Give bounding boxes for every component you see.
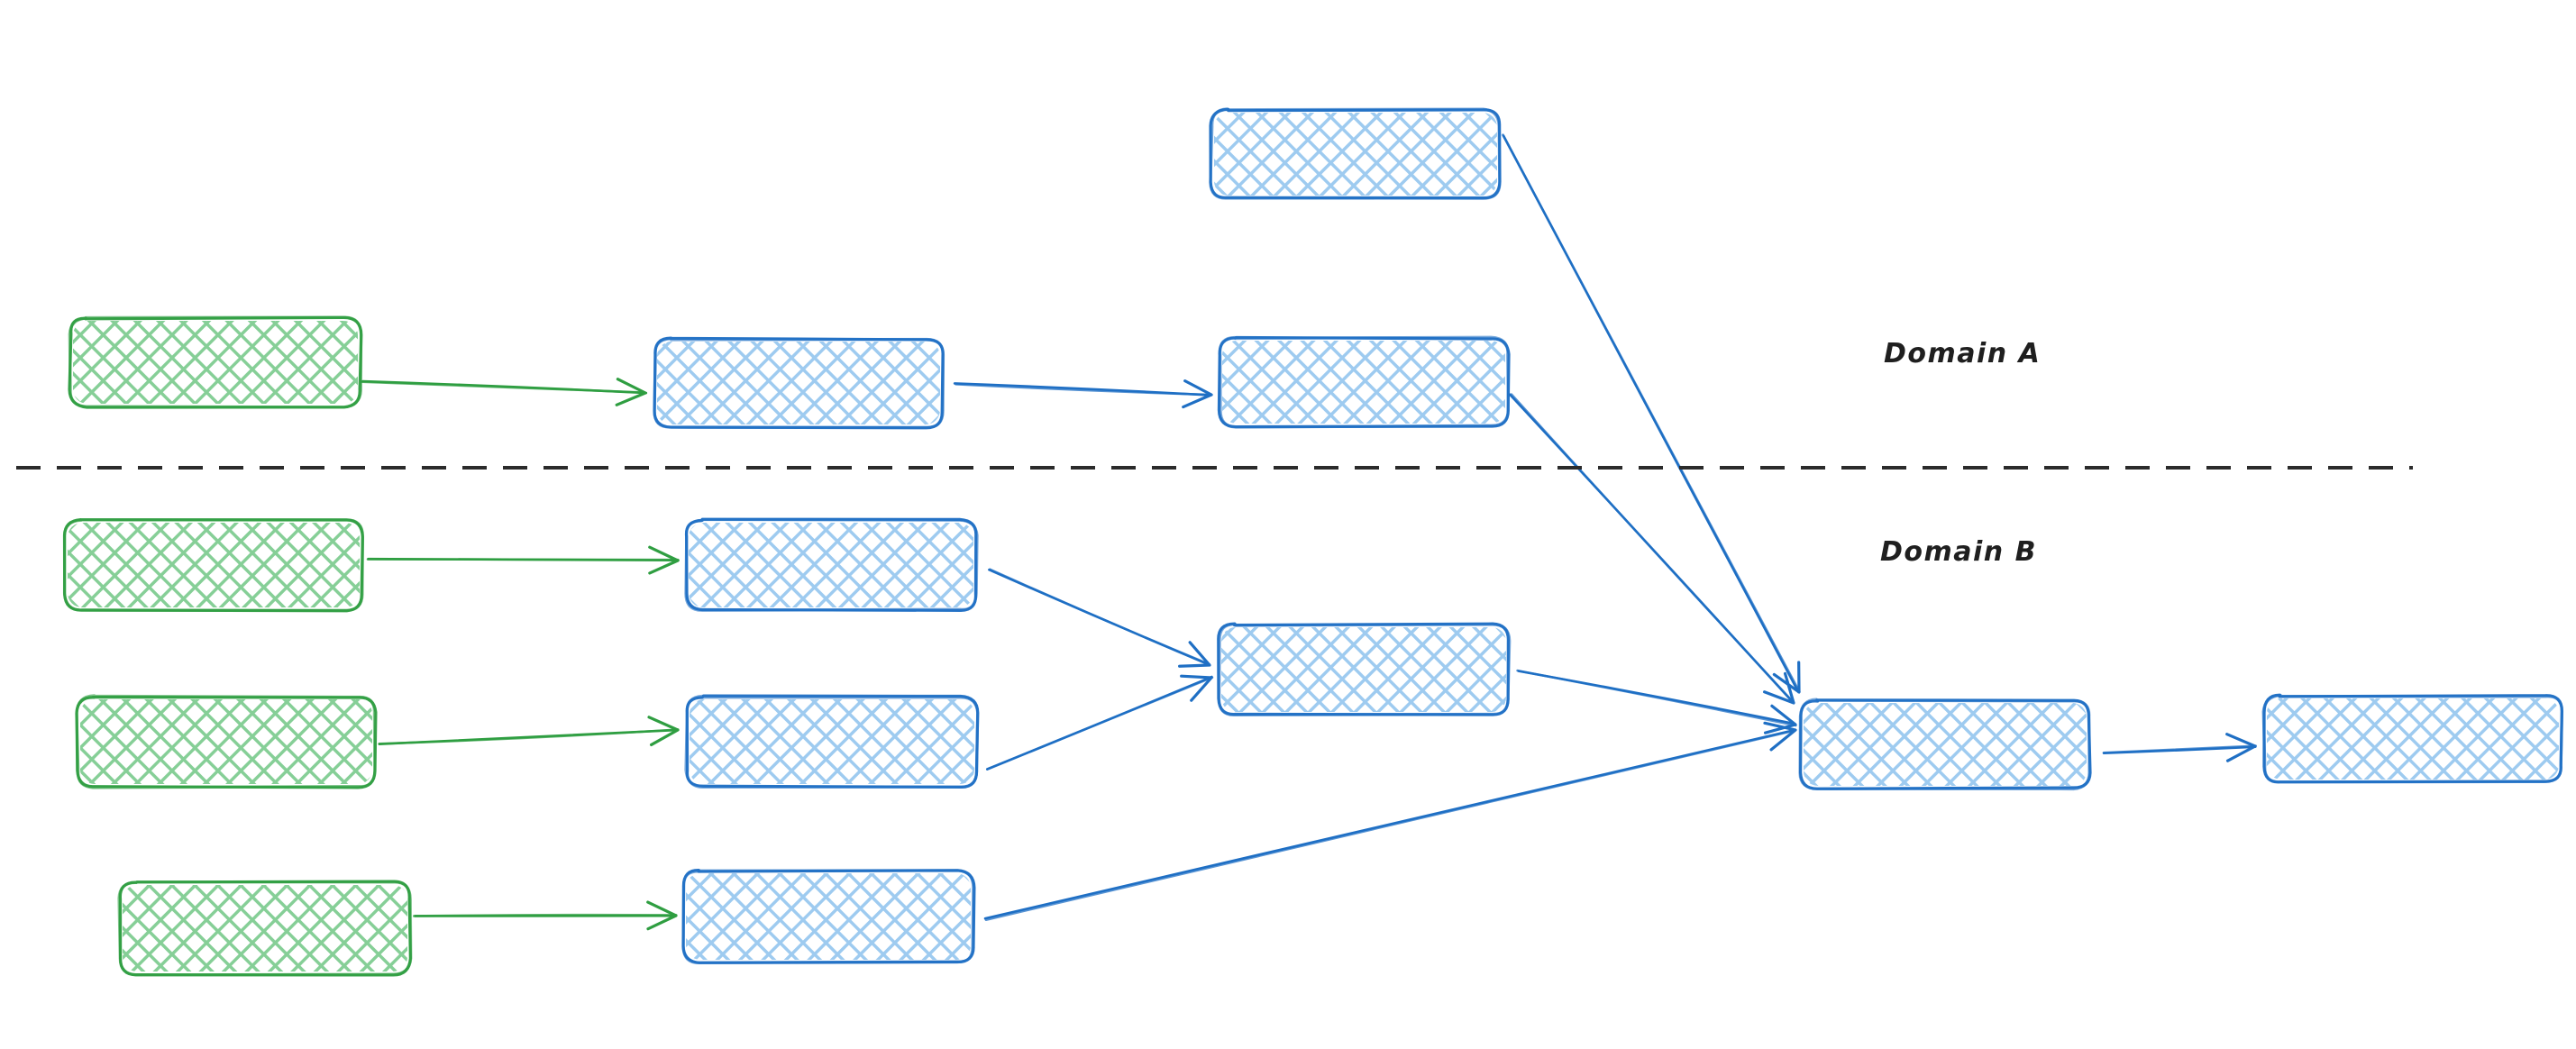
node-outline <box>1798 698 2091 791</box>
edge-line <box>366 558 680 561</box>
arrowhead <box>1178 641 1211 668</box>
node-fill <box>80 699 372 784</box>
arrowhead <box>1182 379 1213 409</box>
edge-line <box>986 676 1214 771</box>
edge-line <box>361 380 646 394</box>
node-b-agg-1[interactable] <box>1217 622 1512 717</box>
node-b-sink-2[interactable] <box>2261 693 2564 784</box>
edge-e3 <box>1502 133 1801 694</box>
edge-line <box>2102 744 2257 754</box>
node-outline <box>684 694 980 789</box>
edge-e6 <box>378 716 680 747</box>
node-b-src-2[interactable] <box>75 694 378 789</box>
node-a-top-1[interactable] <box>1209 107 1502 200</box>
node-outline <box>1209 107 1502 200</box>
node-a-mid-1[interactable] <box>653 336 945 430</box>
edge-line <box>984 729 1796 921</box>
node-outline <box>75 694 377 789</box>
node-outline <box>684 517 979 612</box>
arrowhead <box>1762 671 1795 705</box>
edge-e9 <box>986 674 1214 771</box>
arrowhead <box>648 545 680 575</box>
node-b-src-1[interactable] <box>62 517 364 613</box>
edge-line <box>378 728 680 745</box>
edge-e1 <box>361 378 648 406</box>
node-fill <box>657 342 940 424</box>
node-fill <box>686 873 971 960</box>
arrowhead <box>646 900 678 931</box>
node-fill <box>1222 341 1505 424</box>
edge-e11 <box>983 721 1797 921</box>
edge-line <box>955 383 1213 397</box>
nodes-layer <box>62 107 2564 977</box>
node-outline <box>1217 622 1512 717</box>
arrowhead <box>1763 704 1797 734</box>
domain-a-label: Domain A <box>1884 338 2042 369</box>
node-a-mid-2[interactable] <box>1217 335 1511 429</box>
node-outline <box>62 518 364 612</box>
edge-e8 <box>988 568 1211 668</box>
edge-e5 <box>366 545 680 575</box>
edge-line <box>1510 393 1795 704</box>
edge-line <box>412 913 678 917</box>
node-fill <box>1221 627 1506 712</box>
node-fill <box>2267 698 2559 780</box>
node-outline <box>681 869 975 964</box>
arrowhead <box>1772 661 1801 694</box>
node-outline <box>117 880 413 977</box>
node-outline <box>68 315 363 409</box>
edge-line <box>989 568 1210 666</box>
edge-e2 <box>953 379 1213 409</box>
arrowhead <box>1180 674 1213 702</box>
node-b-src-3[interactable] <box>117 880 413 977</box>
domain-b-label: Domain B <box>1880 536 2037 568</box>
edge-e7 <box>412 900 678 931</box>
edges-layer <box>361 133 2257 931</box>
edge-line <box>1516 669 1797 727</box>
arrowhead <box>2225 733 2257 762</box>
node-fill <box>68 523 360 607</box>
edge-line <box>1502 133 1801 693</box>
edge-e4 <box>1508 393 1795 705</box>
arrowhead <box>615 378 647 406</box>
arrowhead <box>647 716 680 747</box>
node-b-mid-2[interactable] <box>684 694 980 789</box>
node-b-mid-3[interactable] <box>681 869 976 964</box>
node-outline <box>2261 693 2563 784</box>
node-fill <box>689 523 973 607</box>
node-fill <box>690 699 974 784</box>
node-fill <box>1214 113 1497 196</box>
node-fill <box>73 321 358 404</box>
node-a-src-1[interactable] <box>68 315 363 409</box>
node-fill <box>123 885 407 971</box>
node-outline <box>653 337 945 429</box>
edge-e10 <box>1516 669 1797 734</box>
arrowhead <box>1763 721 1797 752</box>
edge-e12 <box>2102 733 2257 762</box>
node-fill <box>1804 703 2087 786</box>
node-b-mid-1[interactable] <box>684 517 979 612</box>
node-outline <box>1219 335 1510 429</box>
node-b-sink-1[interactable] <box>1798 698 2092 791</box>
